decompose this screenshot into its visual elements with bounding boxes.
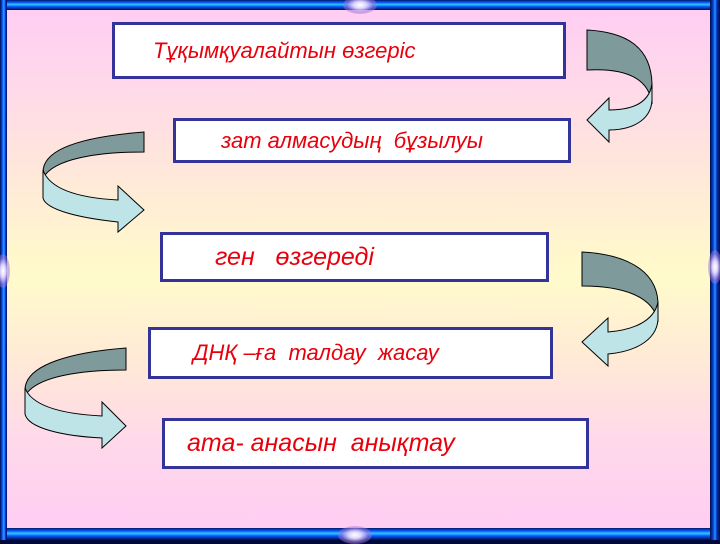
curved-arrow-right-down-icon [42,131,145,234]
curved-arrow-right-down-icon [24,347,127,450]
step-label: ген өзгереді [215,242,374,271]
curved-arrow-left-down-icon [581,251,659,368]
step-box-hereditary-change: Тұқымқуалайтын өзгеріс [112,22,566,79]
step-box-identify-parents: ата- анасын анықтау [162,418,589,469]
frame-right-border [710,0,720,540]
step-box-dna-analysis: ДНҚ –ға талдау жасау [148,327,553,379]
step-label: Тұқымқуалайтын өзгеріс [153,37,416,63]
curved-arrow-left-down-icon [586,29,653,144]
frame-bottom-border [0,528,720,540]
step-box-gene-changes: ген өзгереді [160,232,549,282]
step-label: зат алмасудың бұзылуы [221,127,483,153]
step-box-metabolism-disorder: зат алмасудың бұзылуы [173,118,571,163]
step-label: ата- анасын анықтау [187,429,455,457]
frame-left-border [0,0,7,540]
step-label: ДНҚ –ға талдау жасау [193,340,439,365]
frame-top-border [0,0,720,10]
